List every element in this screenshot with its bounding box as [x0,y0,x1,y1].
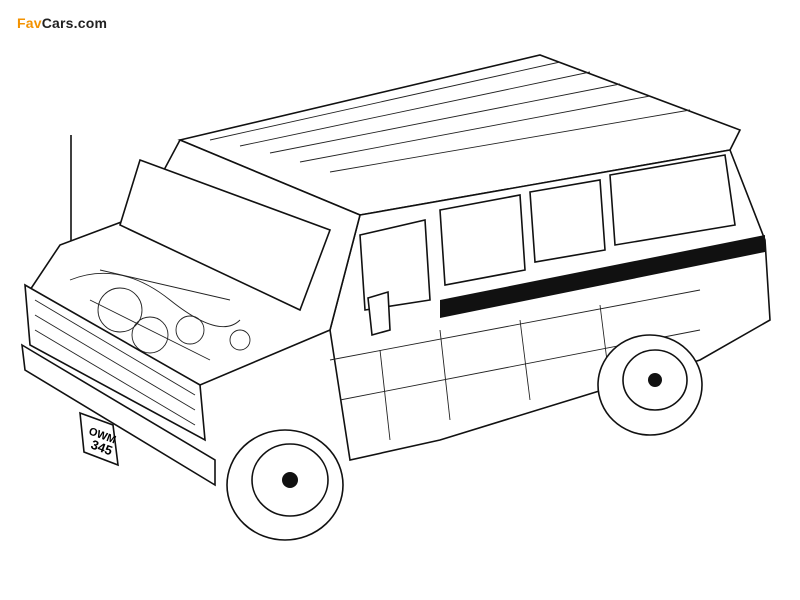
favcars-logo: FavCars.com [17,15,107,31]
windscreen [119,158,332,312]
roof-ribs [209,61,691,173]
front-wheel [226,429,344,541]
logo-rest: Cars.com [41,15,108,31]
rear-wheel [597,334,703,436]
svg-text:345: 345 [89,437,115,459]
grille-bars [34,299,196,426]
side-mirror [367,290,391,337]
side-stripe [440,235,765,318]
side-windows [359,154,736,311]
engine-detail [69,269,251,361]
logo-fav: Fav [17,15,42,31]
license-plate: OWM 345 [79,411,119,467]
front-bumper [21,343,216,487]
